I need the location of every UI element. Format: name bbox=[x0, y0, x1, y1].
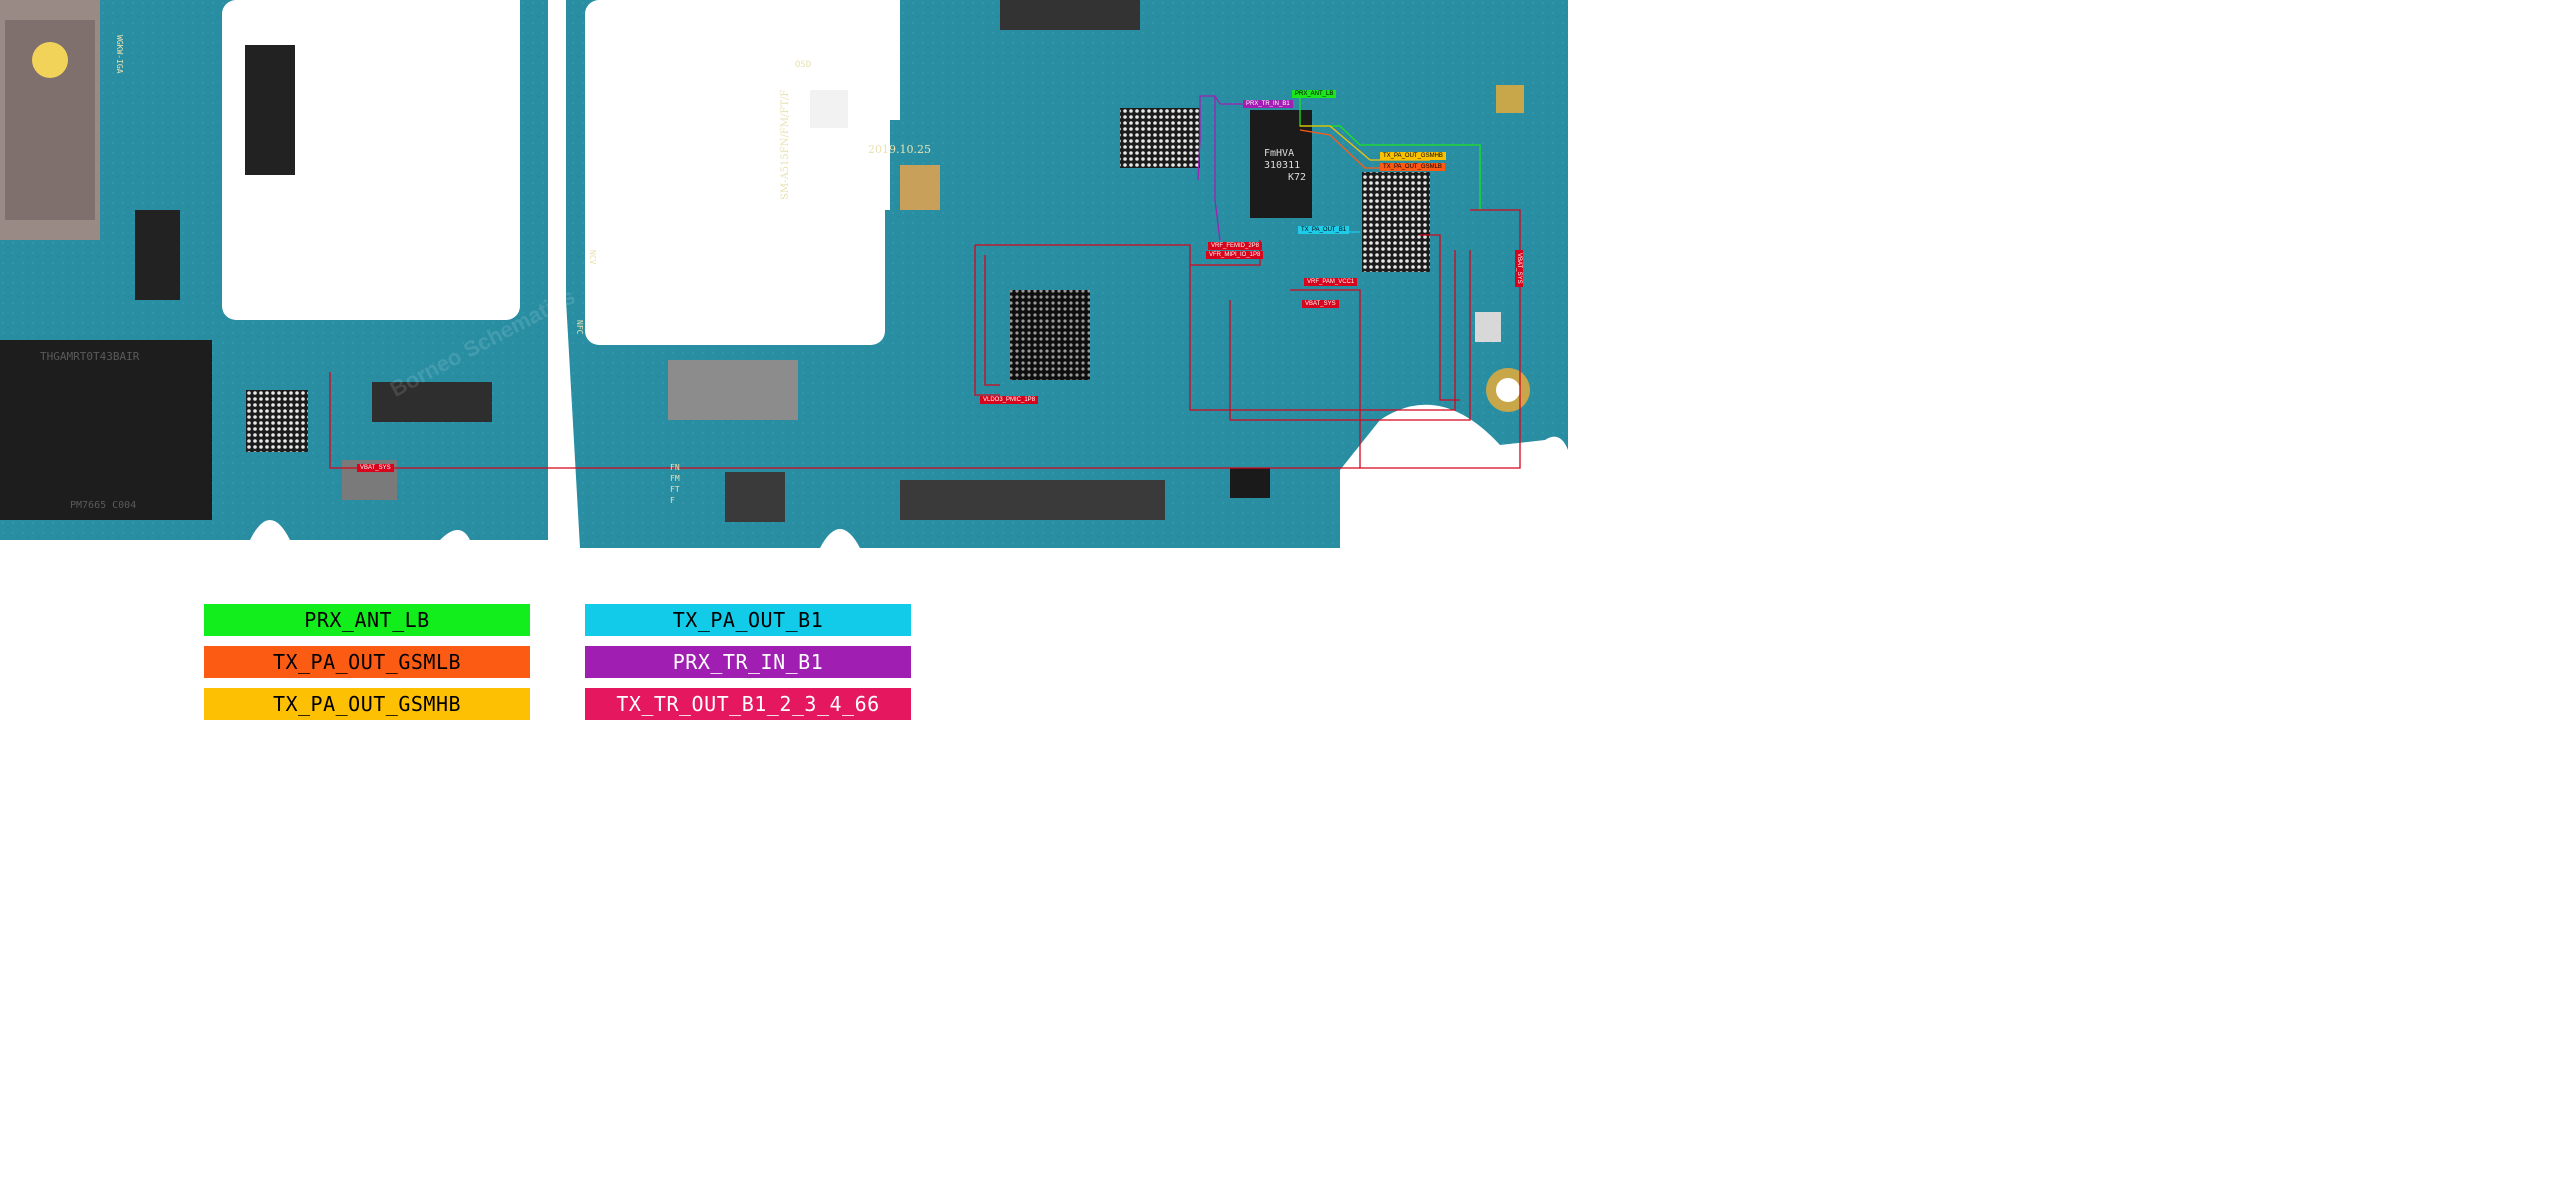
tag-tx-pa-out-gsmhb: TX_PA_OUT_GSMHB bbox=[1380, 152, 1446, 160]
ncv-marking: NCV bbox=[588, 250, 597, 265]
nfc-marking: NFC bbox=[575, 320, 584, 335]
legend-prx-tr-in-b1: PRX_TR_IN_B1 bbox=[585, 646, 911, 678]
legend-prx-ant-lb: PRX_ANT_LB bbox=[204, 604, 530, 636]
fn-stack-fn: FN bbox=[670, 463, 680, 472]
legend-tx-pa-out-gsmhb: TX_PA_OUT_GSMHB bbox=[204, 688, 530, 720]
tag-vrf-femid-2p8: VRF_FEMID_2P8 bbox=[1208, 242, 1263, 250]
rf-chip-line-2: 310311 bbox=[1264, 160, 1301, 171]
fn-stack-marking: FN FM FT F bbox=[670, 462, 680, 506]
fn-stack-fm: FM bbox=[670, 474, 680, 483]
tag-vbat-sys-left: VBAT_SYS bbox=[357, 464, 394, 472]
legend-tx-pa-out-gsmlb: TX_PA_OUT_GSMLB bbox=[204, 646, 530, 678]
tag-vfr-mipi-io-1p8: VFR_MIPI_IO_1P8 bbox=[1206, 251, 1264, 259]
legend-tx-tr-out-b1-2-3-4-66: TX_TR_OUT_B1_2_3_4_66 bbox=[585, 688, 911, 720]
legend-tx-pa-out-b1: TX_PA_OUT_B1 bbox=[585, 604, 911, 636]
rf-chip-line-1: FmHVA bbox=[1264, 148, 1295, 159]
pcb-board-photo bbox=[0, 0, 1568, 548]
memory-chip-marking: THGAMRT0T43BAIR bbox=[40, 350, 140, 363]
side-code-marking: WGKW-IGA bbox=[115, 35, 124, 74]
fn-stack-ft: FT bbox=[670, 485, 680, 494]
tag-vldo3-pmic-1p8: VLDO3_PMIC_1P8 bbox=[980, 396, 1039, 404]
date-code-marking: 2019.10.25 bbox=[868, 143, 931, 156]
osd-marking: OSD bbox=[795, 60, 812, 70]
fn-stack-f: F bbox=[670, 496, 675, 505]
tag-vrf-pam-vcc1: VRF_PAM_VCC1 bbox=[1304, 278, 1358, 286]
rf-chip-marking: FmHVA 310311 K72 bbox=[1264, 148, 1306, 184]
tag-prx-ant-lb: PRX_ANT_LB bbox=[1292, 90, 1337, 98]
tag-prx-tr-in-b1: PRX_TR_IN_B1 bbox=[1243, 100, 1293, 108]
rf-chip-line-3: K72 bbox=[1288, 172, 1307, 183]
tag-vbat-sys-right: VBAT_SYS bbox=[1302, 300, 1339, 308]
signal-traces bbox=[329, 95, 1521, 469]
tag-tx-pa-out-gsmlb: TX_PA_OUT_GSMLB bbox=[1380, 163, 1445, 171]
tag-vbat-sys-edge: VBAT_SYS bbox=[1515, 250, 1523, 287]
schematic-view: 2019.10.25 SM-A515FN/FM/FT/F OSD WGKW-IG… bbox=[0, 0, 1568, 737]
model-marking: SM-A515FN/FM/FT/F bbox=[780, 89, 791, 200]
tag-tx-pa-out-b1: TX_PA_OUT_B1 bbox=[1298, 226, 1350, 234]
pmic-chip-marking: PM7665 C004 bbox=[70, 500, 137, 511]
